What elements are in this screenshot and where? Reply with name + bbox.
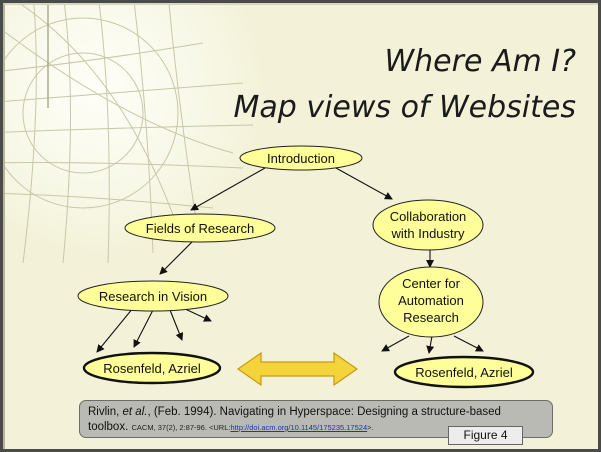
- edge-fields-to-vision: [159, 238, 196, 275]
- node-center-label-line1: Center for: [402, 276, 460, 291]
- figure-4-button[interactable]: Figure 4: [448, 426, 523, 445]
- node-center-label-line3: Research: [403, 310, 459, 325]
- node-rosenfeld-azriel-right[interactable]: Rosenfeld, Azriel: [393, 355, 535, 389]
- node-research-in-vision-label: Research in Vision: [99, 289, 207, 304]
- node-collaboration-label-line2: with Industry: [391, 226, 465, 241]
- citation-etal: et al.: [122, 406, 148, 418]
- edge-vision-to-child-4: [182, 307, 212, 322]
- node-fields-of-research[interactable]: Fields of Research: [124, 213, 276, 243]
- node-center-label-line2: Automation: [398, 293, 464, 308]
- citation-url-end: >.: [367, 423, 374, 432]
- node-center-for-automation-research[interactable]: Center for Automation Research: [378, 266, 484, 338]
- edge-center-to-child-1: [381, 335, 410, 352]
- node-collaboration-with-industry[interactable]: Collaboration with Industry: [372, 199, 484, 251]
- double-arrow-icon: [236, 351, 359, 387]
- citation-title: , (Feb. 1994). Navigating in Hyperspace:…: [147, 406, 501, 418]
- slide-title-line2: Map views of Websites: [233, 90, 576, 125]
- edge-intro-to-fields: [190, 167, 266, 211]
- citation-line2-start: toolbox.: [88, 421, 132, 433]
- node-rosenfeld-right-label: Rosenfeld, Azriel: [415, 365, 513, 380]
- node-collaboration-label-line1: Collaboration: [390, 209, 467, 224]
- citation-line2: toolbox. CACM, 37(2), 2:87-96. <URL:http…: [88, 420, 544, 435]
- citation-source: CACM, 37(2), 2:87-96. <URL:: [131, 423, 231, 432]
- edge-vision-to-child-3: [169, 309, 184, 341]
- node-introduction-label: Introduction: [267, 151, 335, 166]
- citation-author: Rivlin,: [88, 406, 123, 418]
- node-research-in-vision[interactable]: Research in Vision: [77, 280, 229, 312]
- citation-line1: Rivlin, et al., (Feb. 1994). Navigating …: [88, 405, 544, 420]
- citation-url-link[interactable]: http://doi.acm.org/10.1145/175235.17524: [230, 423, 368, 432]
- node-introduction[interactable]: Introduction: [239, 145, 363, 171]
- edge-center-to-child-2: [426, 335, 435, 354]
- edge-vision-to-child-1: [96, 307, 134, 353]
- slide-title-line1: Where Am I?: [384, 44, 576, 79]
- node-fields-of-research-label: Fields of Research: [146, 221, 254, 236]
- slide: Where Am I? Map views of Websites: [3, 3, 598, 449]
- edge-intro-to-collaboration: [335, 167, 393, 200]
- node-rosenfeld-left-label: Rosenfeld, Azriel: [103, 361, 201, 376]
- edge-vision-to-child-2: [133, 309, 154, 348]
- edge-center-to-child-3: [453, 335, 484, 352]
- globe-grid-decoration: [3, 3, 254, 263]
- site-map-diagram: Introduction Fields of Research Collabor…: [77, 145, 535, 389]
- node-rosenfeld-azriel-left[interactable]: Rosenfeld, Azriel: [82, 351, 222, 385]
